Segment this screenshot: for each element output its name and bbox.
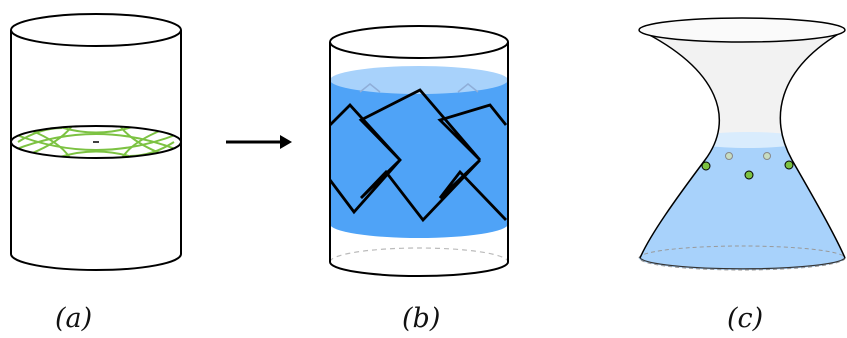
- panel-b-bottom-arc: [329, 261, 509, 277]
- panel-a-cylinder: [10, 13, 182, 271]
- panel-a-slice-disk: [10, 125, 182, 159]
- panel-c-point: [784, 160, 794, 170]
- panel-a-bottom-arc: [10, 253, 182, 271]
- panel-c-point: [763, 152, 771, 160]
- panel-b-bottom-dashed: [329, 247, 509, 263]
- panel-c-points: [701, 152, 794, 180]
- panel-c-outline-right: [779, 29, 846, 259]
- panel-c-point: [725, 152, 733, 160]
- panel-b-zigzag-curve: [328, 88, 508, 223]
- panel-a-top-ellipse: [10, 13, 182, 47]
- caption-a: (a): [55, 303, 93, 334]
- panel-c-point: [744, 170, 754, 180]
- caption-c: (c): [727, 303, 764, 334]
- panel-b-top-ellipse: [329, 25, 509, 59]
- panel-b-cylinder: [328, 25, 509, 277]
- caption-b: (b): [402, 303, 441, 334]
- panel-c-fill-top: [688, 132, 808, 148]
- panel-c-bottom-ellipse: [638, 245, 846, 271]
- arrow: [226, 135, 292, 149]
- panel-c-top-ellipse: [638, 17, 846, 43]
- panel-c-hyperboloid: [638, 17, 846, 271]
- panel-b-blue-band: [330, 66, 508, 238]
- panel-c-bottom-front: [639, 257, 846, 270]
- panel-c-outline-left: [639, 29, 720, 259]
- panel-c-point: [701, 161, 711, 171]
